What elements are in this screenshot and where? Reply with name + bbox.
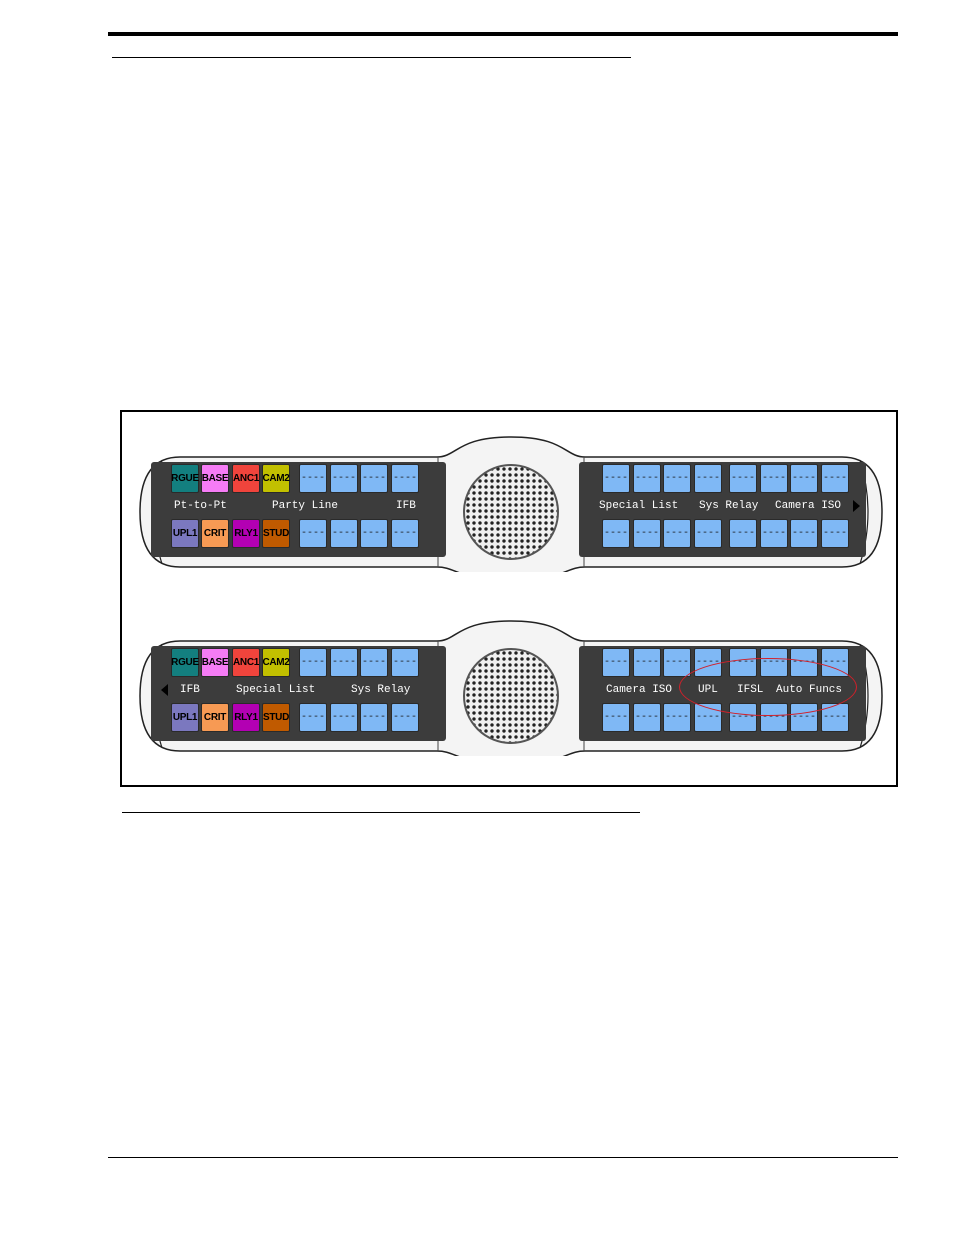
label-camera-iso: Camera ISO: [606, 684, 673, 696]
key-blank[interactable]: ----: [633, 703, 661, 732]
key-stud[interactable]: STUD: [262, 519, 290, 548]
key-blank[interactable]: ----: [299, 519, 327, 548]
speaker-grille: [463, 464, 559, 560]
key-blank[interactable]: ----: [663, 464, 691, 493]
key-base[interactable]: BASE: [201, 464, 229, 493]
key-stud[interactable]: STUD: [262, 703, 290, 732]
key-blank[interactable]: ----: [760, 519, 788, 548]
key-blank[interactable]: ----: [663, 519, 691, 548]
key-blank[interactable]: ----: [391, 648, 419, 677]
key-blank[interactable]: ----: [790, 519, 818, 548]
arrow-left-icon[interactable]: [161, 684, 168, 696]
key-upl1[interactable]: UPL1: [171, 703, 199, 732]
caption-rule: [122, 812, 640, 813]
key-base[interactable]: BASE: [201, 648, 229, 677]
label-party-line: Party Line: [272, 500, 339, 512]
label-special-list: Special List: [236, 684, 316, 696]
key-blank[interactable]: ----: [663, 648, 691, 677]
figure-frame: RGUE BASE ANC1 CAM2 ---- ---- ---- ---- …: [120, 410, 898, 787]
key-blank[interactable]: ----: [602, 519, 630, 548]
key-rly1[interactable]: RLY1: [232, 703, 260, 732]
key-blank[interactable]: ----: [633, 464, 661, 493]
key-rgue[interactable]: RGUE: [171, 648, 199, 677]
header-rule-thin: [112, 57, 631, 58]
key-crit[interactable]: CRIT: [201, 519, 229, 548]
label-ifb: IFB: [180, 684, 200, 696]
key-blank[interactable]: ----: [694, 519, 722, 548]
key-blank[interactable]: ----: [729, 519, 757, 548]
key-blank[interactable]: ----: [602, 464, 630, 493]
key-blank[interactable]: ----: [602, 703, 630, 732]
key-blank[interactable]: ----: [360, 464, 388, 493]
key-rly1[interactable]: RLY1: [232, 519, 260, 548]
key-blank[interactable]: ----: [821, 464, 849, 493]
key-anc1[interactable]: ANC1: [232, 648, 260, 677]
keypanel-top: RGUE BASE ANC1 CAM2 ---- ---- ---- ---- …: [122, 432, 900, 572]
key-blank[interactable]: ----: [821, 519, 849, 548]
key-blank[interactable]: ----: [299, 464, 327, 493]
key-blank[interactable]: ----: [330, 464, 358, 493]
key-blank[interactable]: ----: [360, 703, 388, 732]
key-rgue[interactable]: RGUE: [171, 464, 199, 493]
key-upl1[interactable]: UPL1: [171, 519, 199, 548]
key-cam2[interactable]: CAM2: [262, 464, 290, 493]
key-blank[interactable]: ----: [790, 464, 818, 493]
key-blank[interactable]: ----: [633, 519, 661, 548]
label-camera-iso: Camera ISO: [775, 500, 842, 512]
key-blank[interactable]: ----: [330, 648, 358, 677]
key-blank[interactable]: ----: [391, 703, 419, 732]
key-cam2[interactable]: CAM2: [262, 648, 290, 677]
footer-rule: [108, 1157, 898, 1158]
label-pt-to-pt: Pt-to-Pt: [174, 500, 227, 512]
key-blank[interactable]: ----: [602, 648, 630, 677]
arrow-right-icon[interactable]: [853, 500, 860, 512]
header-rule-thick: [108, 32, 898, 36]
key-blank[interactable]: ----: [360, 648, 388, 677]
key-blank[interactable]: ----: [760, 464, 788, 493]
key-blank[interactable]: ----: [330, 519, 358, 548]
key-anc1[interactable]: ANC1: [232, 464, 260, 493]
key-blank[interactable]: ----: [729, 464, 757, 493]
key-blank[interactable]: ----: [633, 648, 661, 677]
key-blank[interactable]: ----: [391, 519, 419, 548]
key-blank[interactable]: ----: [391, 464, 419, 493]
speaker-grille: [463, 648, 559, 744]
key-blank[interactable]: ----: [299, 648, 327, 677]
label-sys-relay: Sys Relay: [351, 684, 411, 696]
key-blank[interactable]: ----: [360, 519, 388, 548]
key-blank[interactable]: ----: [694, 464, 722, 493]
label-special-list: Special List: [599, 500, 679, 512]
highlight-callout-ellipse: [679, 658, 857, 716]
key-blank[interactable]: ----: [330, 703, 358, 732]
label-ifb: IFB: [396, 500, 416, 512]
label-sys-relay: Sys Relay: [699, 500, 759, 512]
key-blank[interactable]: ----: [663, 703, 691, 732]
key-blank[interactable]: ----: [299, 703, 327, 732]
keypanel-bottom: RGUE BASE ANC1 CAM2 ---- ---- ---- ---- …: [122, 616, 900, 756]
key-crit[interactable]: CRIT: [201, 703, 229, 732]
